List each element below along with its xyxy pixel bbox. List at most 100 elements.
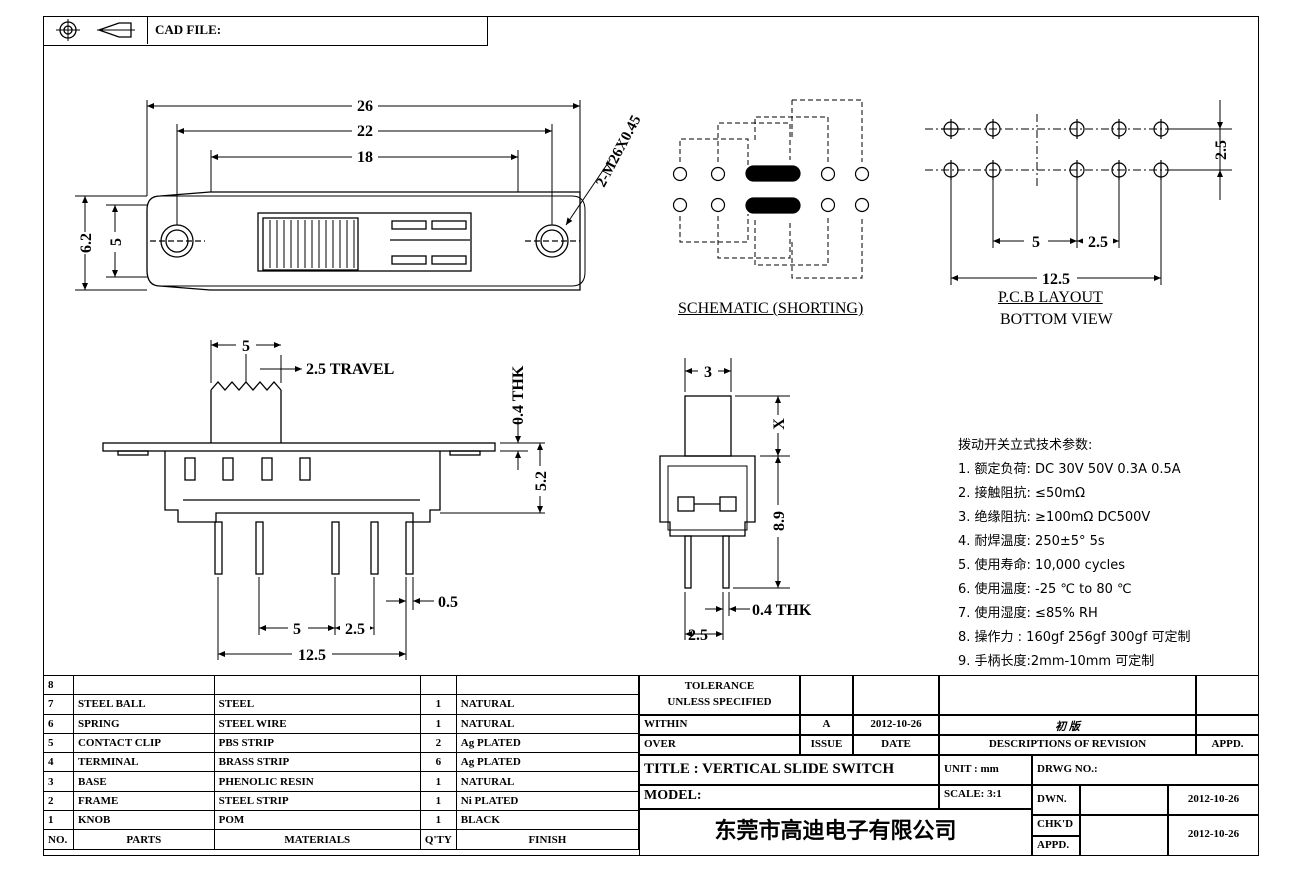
table-row: 8 bbox=[43, 674, 640, 696]
bom-part: FRAME bbox=[72, 790, 215, 812]
end-dim-3: 3 bbox=[704, 364, 712, 381]
end-frame bbox=[659, 455, 756, 537]
bom-finish: NATURAL bbox=[455, 694, 640, 715]
top-view-labels: 26 22 18 6.2 5 2-M26X0.45 bbox=[75, 96, 645, 254]
bom-part: KNOB bbox=[72, 810, 215, 831]
bom-material: BRASS STRIP bbox=[213, 752, 421, 773]
pcb-dim-2-5: 2.5 bbox=[1088, 234, 1108, 251]
pcb-dim-5: 5 bbox=[1032, 234, 1040, 251]
knob-ribbed bbox=[262, 217, 359, 271]
bom-no: 3 bbox=[43, 771, 74, 792]
bom-header-materials: MATERIALS bbox=[213, 829, 421, 850]
issue-value: A bbox=[800, 715, 853, 735]
spec-item: 9. 手柄长度:2mm-10mm 可定制 bbox=[958, 654, 1155, 669]
desc-header: DESCRIPTIONS OF REVISION bbox=[939, 735, 1196, 755]
travel-label: 2.5 TRAVEL bbox=[306, 361, 394, 378]
end-view bbox=[659, 358, 790, 640]
spec-item: 2. 接触阻抗: ≤50mΩ bbox=[958, 486, 1086, 501]
bom-header-no: NO. bbox=[43, 829, 74, 850]
pcb-dim-2-5-vertical: 2.5 bbox=[1213, 140, 1230, 160]
spec-item: 3. 绝缘阻抗: ≥100mΩ DC500V bbox=[958, 510, 1151, 525]
bom-finish: Ni PLATED bbox=[455, 790, 640, 812]
issue-blank bbox=[800, 675, 853, 715]
projection-symbol-cell bbox=[43, 16, 148, 44]
dim-6-2: 6.2 bbox=[78, 233, 95, 253]
hole-note: 2-M26X0.45 bbox=[593, 113, 644, 190]
bom-qty: 1 bbox=[419, 790, 457, 812]
bom-material: STEEL STRIP bbox=[213, 790, 421, 812]
appd-label: APPD. bbox=[1032, 836, 1080, 856]
bom-qty: 1 bbox=[419, 694, 457, 715]
bom-qty: 6 bbox=[419, 752, 457, 773]
bom-finish: NATURAL bbox=[455, 713, 640, 734]
bom-qty: 2 bbox=[419, 732, 457, 754]
bom-finish: Ag PLATED bbox=[455, 732, 640, 754]
bom-material bbox=[213, 674, 421, 696]
mount-flange bbox=[102, 442, 496, 452]
end-dim-8-9: 8.9 bbox=[771, 511, 788, 531]
bom-material: STEEL bbox=[213, 694, 421, 715]
end-dim-2-5: 2.5 bbox=[688, 627, 708, 644]
tolerance-line1: TOLERANCE bbox=[684, 680, 755, 692]
pcb-holes-top bbox=[941, 119, 1169, 139]
end-pin-right bbox=[722, 535, 730, 589]
dim-22: 22 bbox=[357, 123, 373, 140]
within-cell: WITHIN bbox=[639, 715, 800, 735]
over-cell: OVER bbox=[639, 735, 800, 755]
chkd-date: 2012-10-26 bbox=[1168, 815, 1259, 856]
bom-finish: NATURAL bbox=[455, 771, 640, 792]
date-blank bbox=[853, 675, 939, 715]
schematic-caption: SCHEMATIC (SHORTING) bbox=[678, 300, 864, 317]
frame-inner bbox=[163, 195, 586, 287]
side-dim-5-2: 5.2 bbox=[533, 471, 550, 491]
bom-header-finish: FINISH bbox=[455, 829, 640, 850]
bom-qty: 1 bbox=[419, 713, 457, 734]
schematic bbox=[672, 99, 870, 279]
unit-cell: UNIT : mm bbox=[939, 755, 1032, 785]
bom-finish: BLACK bbox=[455, 810, 640, 831]
frame-outline bbox=[146, 191, 581, 291]
bom-no: 2 bbox=[43, 790, 74, 812]
bom-material: PBS STRIP bbox=[213, 732, 421, 754]
end-knob bbox=[684, 395, 732, 457]
bom-part: BASE bbox=[72, 771, 215, 792]
chkd-label: CHK'D bbox=[1032, 815, 1080, 836]
bom-qty: 1 bbox=[419, 810, 457, 831]
pcb-caption-1: P.C.B LAYOUT bbox=[998, 289, 1103, 306]
base-body bbox=[164, 451, 441, 523]
bom-material: PHENOLIC RESIN bbox=[213, 771, 421, 792]
bom-header-parts: PARTS bbox=[72, 829, 215, 850]
top-view bbox=[75, 100, 611, 291]
side-view-labels: 5 2.5 TRAVEL 0.4 THK 5.2 0.5 5 2.5 12.5 bbox=[236, 336, 550, 664]
appd-header: APPD. bbox=[1196, 735, 1259, 755]
bom-finish: Ag PLATED bbox=[455, 752, 640, 773]
header-strip: CAD FILE: bbox=[43, 16, 488, 46]
bom-part: CONTACT CLIP bbox=[72, 732, 215, 754]
dwn-name bbox=[1080, 785, 1168, 815]
bom-no: 7 bbox=[43, 694, 74, 715]
bom-qty: 1 bbox=[419, 771, 457, 792]
slider-window bbox=[257, 212, 472, 272]
bom-no: 5 bbox=[43, 732, 74, 754]
issue-header: ISSUE bbox=[800, 735, 853, 755]
end-dim-x: X bbox=[771, 418, 788, 430]
chkd-name bbox=[1080, 815, 1168, 856]
appd-blank bbox=[1196, 675, 1259, 715]
pcb-holes-bottom bbox=[943, 160, 1169, 180]
pcb-dim-12-5: 12.5 bbox=[1042, 271, 1070, 288]
spec-item: 4. 耐焊温度: 250±5° 5s bbox=[958, 534, 1105, 549]
bom-part: STEEL BALL bbox=[72, 694, 215, 715]
bom-no: 6 bbox=[43, 713, 74, 734]
spec-item: 5. 使用寿命: 10,000 cycles bbox=[958, 558, 1126, 573]
cad-file-label: CAD FILE: bbox=[155, 22, 222, 37]
pcb-layout bbox=[925, 100, 1232, 285]
spec-item: 6. 使用温度: -25 ℃ to 80 ℃ bbox=[958, 582, 1132, 597]
spec-item: 1. 额定负荷: DC 30V 50V 0.3A 0.5A bbox=[958, 462, 1181, 477]
